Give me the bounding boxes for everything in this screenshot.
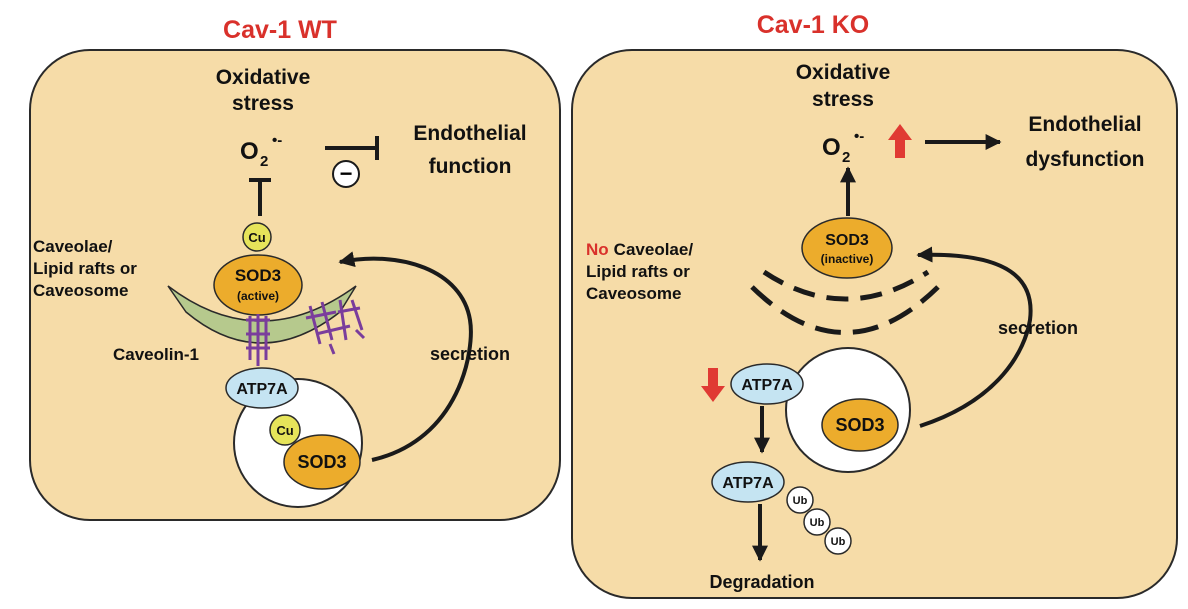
- wt-caveolin-label: Caveolin-1: [113, 345, 199, 364]
- wt-vesicle-sod3-label: SOD3: [297, 452, 346, 472]
- wt-title: Cav-1 WT: [223, 16, 337, 44]
- ko-no-caveolae-line1: No Caveolae/: [586, 240, 693, 259]
- ko-atp7a-node: [730, 363, 804, 405]
- ko-vesicle-sod3-node: [821, 398, 899, 452]
- ko-sod3-inactive-node: [801, 217, 893, 279]
- wt-sod3-label: SOD3: [235, 266, 281, 285]
- ko-ub-label-1: Ub: [793, 495, 808, 507]
- ko-panel: Cav-1 KO Oxidative stress O 2 •- Endothe…: [571, 11, 1178, 599]
- ko-o2-symbol: O: [822, 134, 841, 161]
- wt-sod3-state: (active): [237, 289, 279, 303]
- wt-atp7a-label: ATP7A: [236, 381, 288, 398]
- wt-panel: Cav-1 WT Oxidative stress O 2 •- − Endot…: [29, 16, 561, 521]
- wt-o2-subscript: 2: [260, 153, 268, 170]
- ko-atp7a-decrease-icon: [701, 368, 725, 402]
- ko-o2-subscript: 2: [842, 149, 850, 166]
- wt-atp7a-node: [225, 367, 299, 409]
- ko-endothelial-line2: dysfunction: [1026, 148, 1145, 171]
- wt-vesicle-cu-label: Cu: [276, 423, 293, 438]
- ko-ub-label-2: Ub: [810, 517, 825, 529]
- wt-caveola-membrane: [167, 285, 357, 344]
- ko-ub-node-1: [786, 486, 814, 514]
- wt-sod3-active-node: [213, 254, 303, 316]
- wt-o2-superscript: •-: [272, 132, 282, 149]
- wt-caveolae-line2: Lipid rafts or: [33, 259, 137, 278]
- ko-secretion-label: secretion: [998, 318, 1078, 338]
- ko-no-label: No: [586, 240, 609, 259]
- wt-oxidative-stress-line1: Oxidative: [216, 66, 311, 89]
- wt-caveolae-line1: Caveolae/: [33, 237, 113, 256]
- ko-secretion-arrow: [916, 246, 1033, 428]
- wt-endothelial-line2: function: [429, 155, 512, 178]
- wt-inhibit-sign: −: [340, 161, 353, 186]
- ko-ub-node-2: [803, 508, 831, 536]
- ko-oxidative-stress-line1: Oxidative: [796, 61, 891, 84]
- wt-caveolae-line3: Caveosome: [33, 281, 128, 300]
- wt-superoxide: O 2 •-: [240, 132, 282, 170]
- ko-caveolae-line2: Lipid rafts or: [586, 262, 690, 281]
- ko-sod3-state: (inactive): [821, 252, 874, 266]
- ko-atp7a-ub-label: ATP7A: [722, 475, 774, 492]
- wt-cu-node: [242, 222, 272, 252]
- wt-vesicle-sod3-node: [283, 434, 361, 490]
- wt-caveolin-proteins: [246, 299, 366, 366]
- ko-atp7a-label: ATP7A: [741, 377, 793, 394]
- wt-cu-label: Cu: [248, 230, 265, 245]
- ko-ub-node-3: [824, 527, 852, 555]
- ko-superoxide: O 2 •-: [822, 128, 864, 166]
- ko-caveolae-label-first: Caveolae/: [614, 240, 694, 259]
- ko-title: Cav-1 KO: [757, 11, 870, 39]
- wt-vesicle-cu-node: [269, 414, 301, 446]
- ko-vesicle-sod3-label: SOD3: [835, 415, 884, 435]
- ko-oxidative-stress-line2: stress: [812, 88, 874, 111]
- ko-absent-caveola-inner: [762, 269, 930, 302]
- ko-endothelial-line1: Endothelial: [1028, 113, 1141, 136]
- wt-secretion-arrow: [338, 251, 473, 462]
- ko-panel-background: [571, 49, 1178, 599]
- ko-o2-superscript: •-: [854, 128, 864, 145]
- ko-caveolae-line3: Caveosome: [586, 284, 681, 303]
- wt-o2-symbol: O: [240, 138, 259, 165]
- wt-endothelial-line1: Endothelial: [413, 122, 526, 145]
- ko-degradation-label: Degradation: [709, 572, 814, 592]
- wt-secretion-label: secretion: [430, 344, 510, 364]
- wt-oxidative-stress-line2: stress: [232, 92, 294, 115]
- ko-sod3-label: SOD3: [825, 232, 869, 249]
- ko-ub-label-3: Ub: [831, 536, 846, 548]
- ko-atp7a-ub-node: [711, 461, 785, 503]
- wt-inhibit-sign-circle: [332, 160, 360, 188]
- ko-o2-increase-icon: [888, 124, 912, 158]
